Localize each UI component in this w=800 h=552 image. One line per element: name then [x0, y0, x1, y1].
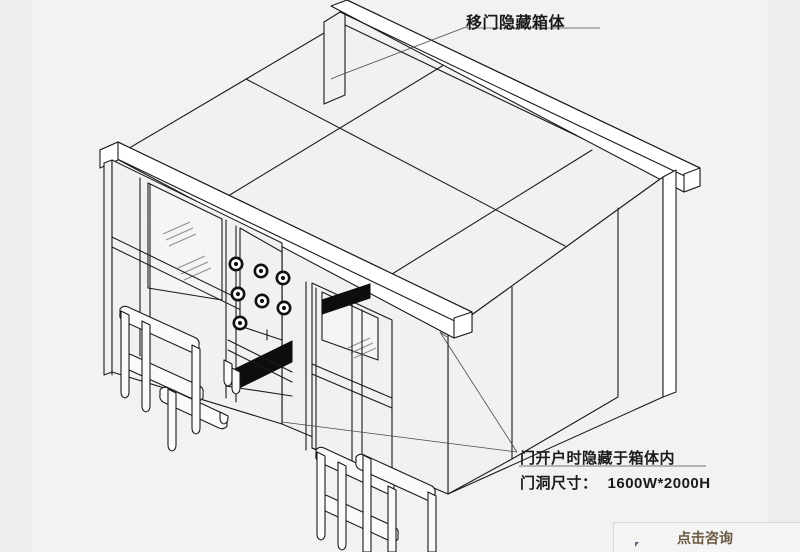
left-edge-strip	[0, 0, 33, 552]
left-front-wall	[103, 159, 293, 425]
chat-consult-widget[interactable]: 点击咨询	[613, 522, 800, 552]
callout-bottom-label-2: 门洞尺寸： 1600W*2000H	[520, 472, 711, 493]
right-edge-strip	[767, 0, 800, 552]
hidden-door-box-panel	[323, 8, 346, 105]
front-header-beam	[99, 141, 473, 339]
callout-leader-lines	[281, 26, 518, 453]
callout-top-label: 移门隐藏箱体	[466, 15, 566, 32]
vent-grille-door	[321, 283, 371, 315]
door-opening-size-value: 1600W*2000H	[607, 475, 711, 492]
air-nozzles	[228, 256, 292, 331]
sliding-door-leaf	[305, 281, 393, 481]
floor-posts	[111, 359, 241, 395]
handrail-right	[315, 446, 437, 552]
callout-bottom-label-1: 门开户时隐藏于箱体内	[520, 450, 676, 467]
top-sliding-door-box-beam	[330, 0, 701, 193]
speech-bubble-icon	[631, 529, 655, 547]
handrail-left	[119, 305, 229, 452]
door-opening-size-label: 门洞尺寸：	[520, 475, 598, 492]
chat-consult-label: 点击咨询	[677, 529, 733, 546]
right-side-wall	[447, 169, 677, 495]
glass-reflection-marks	[162, 221, 212, 281]
